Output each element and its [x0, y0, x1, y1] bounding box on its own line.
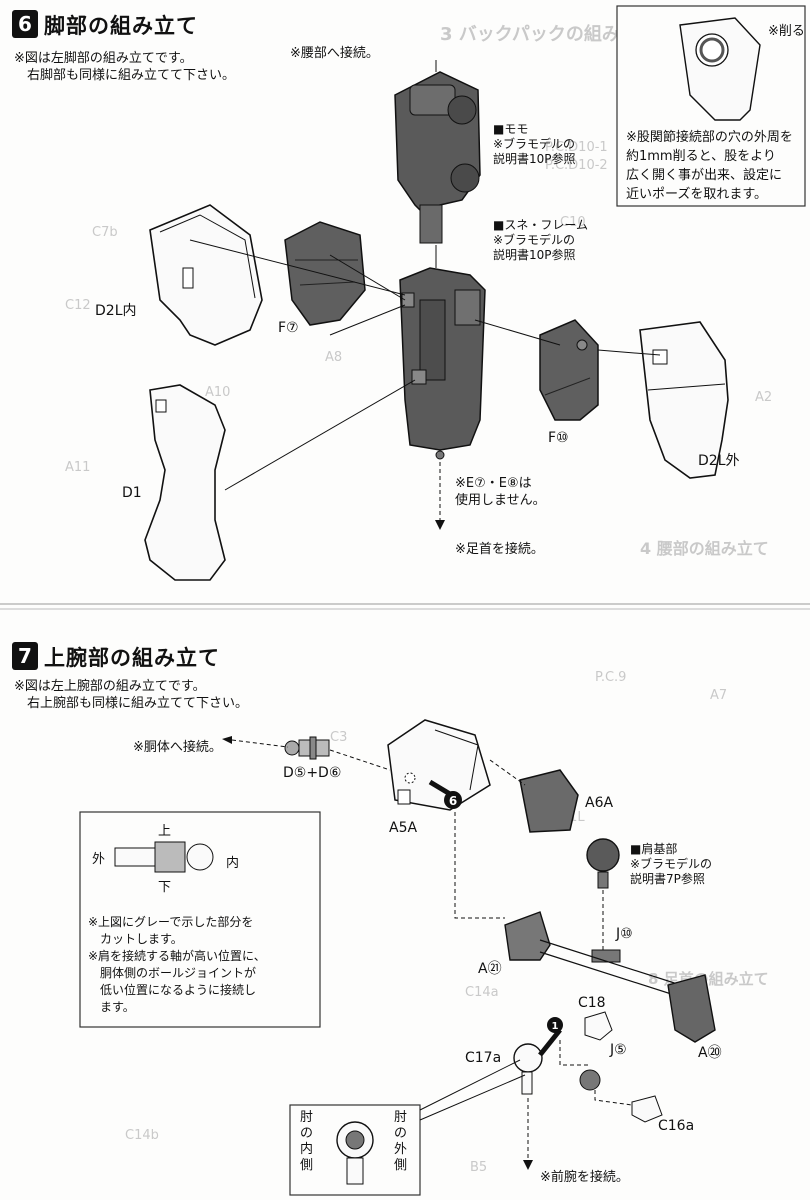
part-label-c18: C18	[578, 995, 606, 1011]
d1-part	[144, 384, 226, 581]
c18-part	[584, 1011, 613, 1041]
part-label-c16a: C16a	[658, 1118, 695, 1134]
elbow-inner-label: 肘 の 内 側	[300, 1110, 314, 1173]
svg-text:6: 6	[449, 794, 457, 808]
a20-part	[667, 974, 716, 1043]
a21-part	[504, 911, 551, 961]
shin-frame-callout: ■スネ・フレーム ※ブラモデルの 説明書10P参照	[493, 218, 588, 262]
ghost-header-3: 3 バックパックの組み立て	[440, 24, 656, 45]
d5d6-part	[284, 736, 330, 760]
step6-to-ankle-label: ※足首を接続。	[455, 542, 544, 557]
part-label-j10: J⑩	[616, 926, 633, 942]
ghost-c10: C10	[560, 215, 586, 230]
part-label-f7: F⑦	[278, 320, 299, 336]
ghost-b5: B5	[470, 1160, 488, 1175]
step6-number-badge: 6	[12, 10, 38, 38]
step7-to-forearm-label: ※前腕を接続。	[540, 1170, 629, 1185]
ghost-c7b: C7b	[92, 225, 118, 240]
e-parts-unused-note: ※E⑦・E⑧は 使用しません。	[455, 476, 546, 508]
part-label-a21: A㉑	[478, 961, 502, 977]
step7-note: ※図は左上腕部の組み立てです。 右上腕部も同様に組み立てて下さい。	[14, 679, 249, 711]
ghost-c14a: C14a	[465, 985, 499, 1000]
step7-number-badge: 7	[12, 642, 38, 670]
ghost-pcd10-1: P.C.D10-1	[545, 140, 608, 155]
j5-part	[579, 1069, 601, 1091]
d2l-inner-part	[149, 204, 263, 346]
step7-title: 上腕部の組み立て	[44, 646, 220, 670]
c17a-part	[513, 1028, 562, 1095]
d2l-outer-part	[639, 321, 729, 479]
inset-corner-label: ※削る	[768, 24, 805, 39]
hip-joint-inset-part	[679, 17, 761, 121]
elbow-joint-part	[336, 1121, 374, 1185]
c16a-part	[631, 1095, 663, 1123]
cut-diagram-part	[114, 841, 214, 873]
j10-part	[591, 949, 621, 963]
f7-part	[284, 221, 366, 326]
elbow-outer-label: 肘 の 外 側	[394, 1110, 408, 1173]
ghost-a2: A2	[755, 390, 773, 405]
ghost-header-4: 4 腰部の組み立て	[640, 539, 769, 558]
cut-box-bottom-label: 下	[158, 880, 172, 895]
shoulder-base-callout: ■肩基部 ※ブラモデルの 説明書7P参照	[630, 842, 713, 886]
part-label-d2l-outer: D2L外	[698, 453, 740, 469]
ghost-pcd10-2: P.C.D10-2	[545, 158, 608, 173]
ghost-c14b: C14b	[125, 1128, 159, 1143]
shin-frame-part	[399, 267, 486, 460]
part-label-a6a: A6A	[585, 795, 614, 811]
ghost-a8: A8	[325, 350, 343, 365]
thigh-part	[394, 71, 481, 244]
ghost-c12: C12	[65, 298, 91, 313]
part-label-d2l-inner: D2L内	[95, 303, 137, 319]
part-label-d5-d6: D⑤+D⑥	[283, 765, 342, 781]
part-label-j5: J⑤	[610, 1042, 627, 1058]
step6-to-waist-label: ※腰部へ接続。	[290, 46, 379, 61]
inset-note: ※股関節接続部の穴の外周を 約1mm削ると、股をより 広く開く事が出来、設定に …	[626, 130, 793, 202]
cut-box-note: ※上図にグレーで示した部分を カットします。 ※肩を接続する軸が高い位置に、 胴…	[88, 915, 266, 1014]
ghost-c3: C3	[330, 730, 348, 745]
part-label-f10: F⑩	[548, 430, 569, 446]
ghost-a11: A11	[65, 460, 91, 475]
svg-text:1: 1	[552, 1021, 559, 1032]
part-label-a20: A⑳	[698, 1045, 722, 1061]
part-label-d1: D1	[122, 485, 142, 501]
part-label-c17a: C17a	[465, 1050, 502, 1066]
cut-box-inner-label: 内	[226, 856, 240, 871]
cut-box-outer-label: 外	[92, 852, 106, 867]
thigh-callout: ■モモ ※ブラモデルの 説明書10P参照	[493, 122, 576, 166]
ghost-a10: A10	[205, 385, 231, 400]
ghost-p9: P.C.9	[595, 670, 627, 685]
a5a-part	[387, 719, 491, 811]
ghost-a7: A7	[710, 688, 728, 703]
f10-part	[539, 319, 599, 421]
step6-note: ※図は左脚部の組み立てです。 右脚部も同様に組み立てて下さい。	[14, 51, 236, 83]
a6a-part	[519, 769, 579, 833]
step7-to-torso-label: ※胴体へ接続。	[133, 740, 222, 755]
cut-box-top-label: 上	[158, 824, 172, 839]
step6-title: 脚部の組み立て	[44, 14, 198, 38]
part-label-a5a: A5A	[389, 820, 418, 836]
shoulder-base-part	[586, 838, 620, 889]
